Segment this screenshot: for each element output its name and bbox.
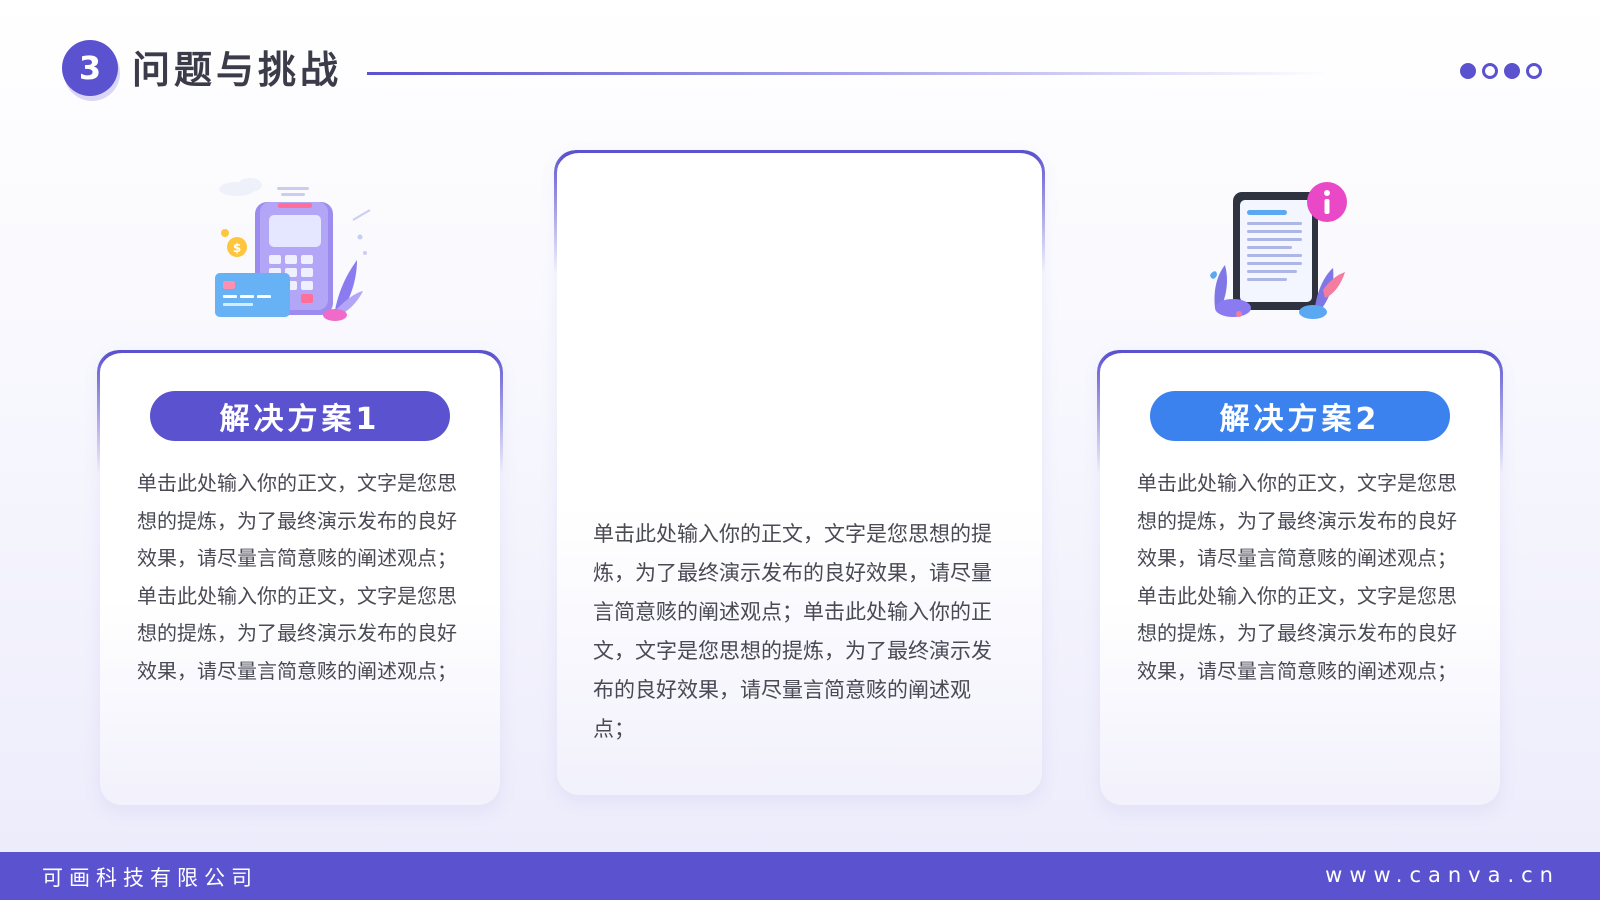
solution-1-body: 单击此处输入你的正文，文字是您思想的提炼，为了最终演示发布的良好效果，请尽量言简…	[137, 471, 457, 683]
svg-text:$: $	[233, 241, 241, 255]
company-name: 可画科技有限公司	[42, 866, 258, 890]
solution-2-heading: 解决方案2	[1150, 391, 1450, 441]
title-divider	[367, 72, 1327, 75]
solution-1-heading: 解决方案1	[150, 391, 450, 441]
dot-outline	[1526, 63, 1542, 79]
tablet-info-document-illustration	[1210, 182, 1347, 319]
footer-bar: 可画科技有限公司 www.canva.cn	[0, 852, 1600, 900]
dot-filled	[1504, 63, 1520, 79]
section-number-badge: 3	[62, 40, 118, 96]
solution-card-1: 解决方案1 单击此处输入你的正文，文字是您思想的提炼，为了最终演示发布的良好效果…	[100, 350, 500, 805]
page-title: 问题与挑战	[132, 48, 343, 92]
dot-filled	[1460, 63, 1476, 79]
solution-card-2: 解决方案2 单击此处输入你的正文，文字是您思想的提炼，为了最终演示发布的良好效果…	[1100, 350, 1500, 805]
center-card: 单击此处输入你的正文，文字是您思想的提炼，为了最终演示发布的良好效果，请尽量言简…	[557, 150, 1042, 795]
page-indicator-dots	[1460, 63, 1542, 79]
website-link[interactable]: www.canva.cn	[1325, 863, 1560, 887]
center-card-body: 单击此处输入你的正文，文字是您思想的提炼，为了最终演示发布的良好效果，请尽量言简…	[593, 522, 992, 741]
calculator-payment-illustration: $	[215, 178, 371, 321]
slide-header: 3 问题与挑战	[0, 0, 1600, 130]
dot-outline	[1482, 63, 1498, 79]
solution-2-body: 单击此处输入你的正文，文字是您思想的提炼，为了最终演示发布的良好效果，请尽量言简…	[1137, 471, 1457, 683]
